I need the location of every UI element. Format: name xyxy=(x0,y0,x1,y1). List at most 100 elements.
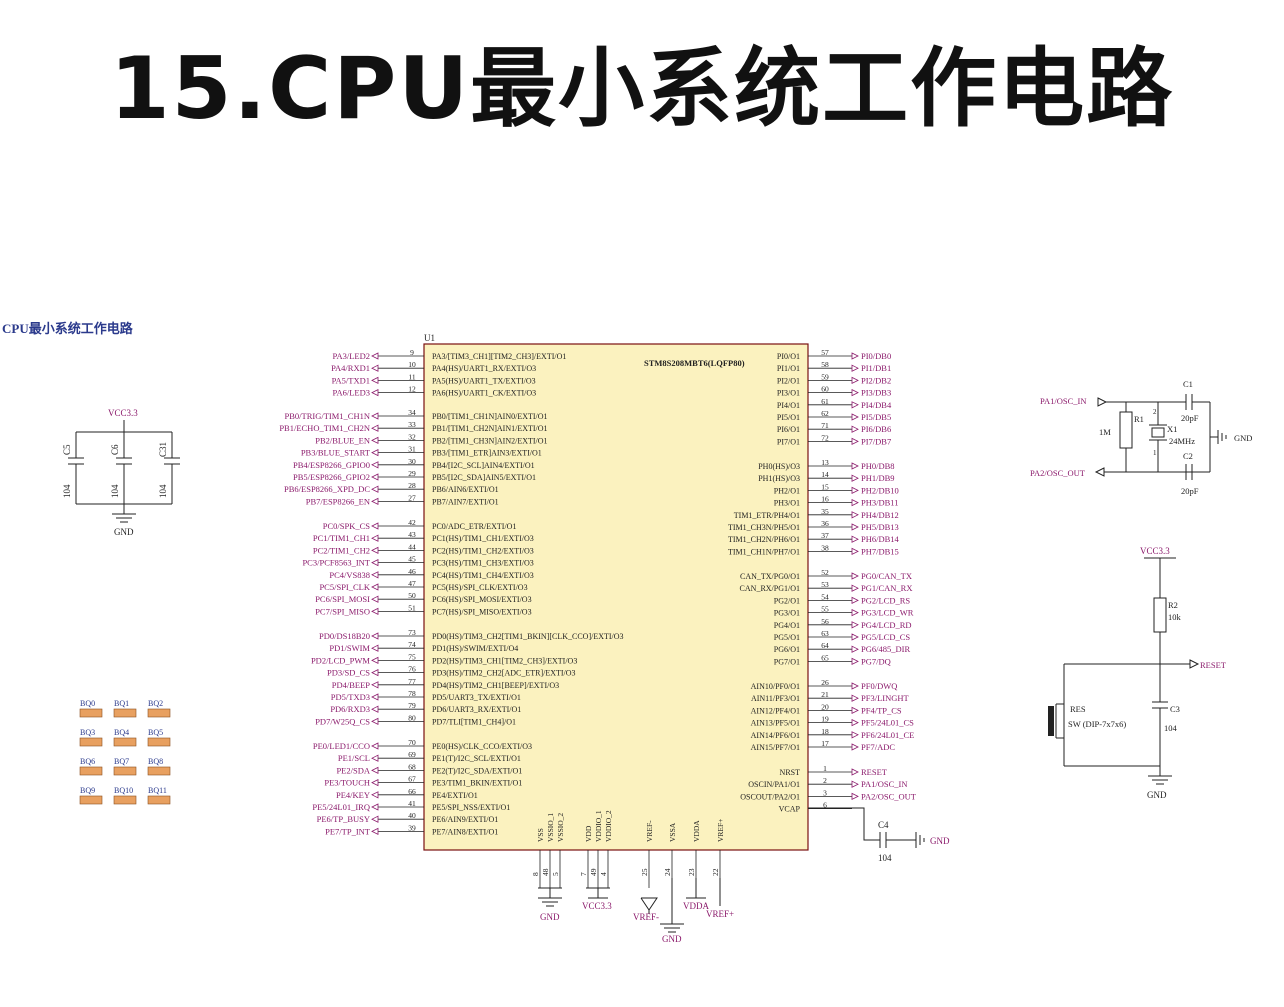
bottom-pin-name: VDD xyxy=(584,825,593,842)
left-pin-function: PE2(T)/I2C_SDA/EXTI/O1 xyxy=(432,766,522,775)
x1-pin2: 2 xyxy=(1153,408,1157,416)
right-pin-function: PG7/O1 xyxy=(774,657,800,666)
right-net-label: PI7/DB7 xyxy=(861,436,891,446)
gnd-label-vcap: GND xyxy=(930,836,950,846)
right-pin-function: OSCOUT/PA2/O1 xyxy=(740,792,800,801)
r1-ref: R1 xyxy=(1134,414,1144,424)
left-pin-number: 9 xyxy=(410,348,414,357)
left-net-label: PB7/ESP8266_EN xyxy=(306,496,370,506)
r2-ref: R2 xyxy=(1168,600,1178,610)
left-pin-function: PD0(HS)/TIM3_CH2[TIM1_BKIN][CLK_CCO]/EXT… xyxy=(432,632,624,641)
right-pin-number: 61 xyxy=(821,397,829,406)
vcap-capacitor xyxy=(808,807,925,848)
c4-ref: C4 xyxy=(878,820,889,830)
right-net-label: PI6/DB6 xyxy=(861,424,891,434)
bq-label: BQ1 xyxy=(114,699,129,708)
bq-label: BQ0 xyxy=(80,699,95,708)
left-pin-number: 31 xyxy=(408,445,416,454)
right-pin-number: 56 xyxy=(821,617,829,626)
c1-value: 20pF xyxy=(1181,413,1199,423)
vdda-label: VDDA xyxy=(683,901,709,911)
right-net-label: PH5/DB13 xyxy=(861,522,899,532)
right-pin-number: 2 xyxy=(823,776,827,785)
bq-label: BQ4 xyxy=(114,728,129,737)
left-net-label: PD5/TXD3 xyxy=(331,692,370,702)
left-pin-function: PC3(HS)/TIM1_CH3/EXTI/O3 xyxy=(432,559,534,568)
right-net-label: PG5/LCD_CS xyxy=(861,632,910,642)
left-pin-function: PC5(HS)/SPI_CLK/EXTI/O3 xyxy=(432,583,528,592)
right-pin-function: TIM1_CH2N/PH6/O1 xyxy=(728,535,800,544)
right-pin-function: PG5/O1 xyxy=(774,633,800,642)
c6-value: 104 xyxy=(110,484,120,498)
left-pin-number: 44 xyxy=(408,542,416,551)
left-net-label: PB6/ESP8266_XPD_DC xyxy=(284,484,370,494)
vcc-label-reset: VCC3.3 xyxy=(1140,546,1170,556)
right-pin-function: TIM1_CH1N/PH7/O1 xyxy=(728,547,800,556)
right-pin-function: VCAP xyxy=(779,805,801,814)
left-pin-number: 69 xyxy=(408,750,416,759)
right-pin-function: AIN14/PF6/O1 xyxy=(751,731,800,740)
left-net-label: PD4/BEEP xyxy=(332,680,371,690)
vcc-label-decoupling: VCC3.3 xyxy=(108,408,138,418)
left-pin-function: PB7/AIN7/EXTI/O1 xyxy=(432,497,499,506)
left-pin-function: PB5/[I2C_SDA]AIN5/EXTI/O1 xyxy=(432,473,536,482)
left-pin-number: 32 xyxy=(408,432,416,441)
right-pin-number: 21 xyxy=(821,690,829,699)
left-pin-function: PE3/TIM1_BKIN/EXTI/O1 xyxy=(432,779,522,788)
left-net-label: PB4/ESP8266_GPIO0 xyxy=(293,460,370,470)
left-net-label: PC1/TIM1_CH1 xyxy=(313,533,370,543)
right-pin-function: TIM1_ETR/PH4/O1 xyxy=(734,511,800,520)
right-pin-number: 54 xyxy=(821,592,829,601)
left-net-label: PD1/SWIM xyxy=(329,643,370,653)
left-pin-function: PB4/[I2C_SCL]AIN4/EXTI/O1 xyxy=(432,461,535,470)
left-pin-number: 41 xyxy=(408,799,416,808)
bq-pad xyxy=(147,737,171,747)
c6-ref: C6 xyxy=(110,444,120,455)
reset-switch xyxy=(1048,706,1054,736)
c3-value: 104 xyxy=(1164,723,1178,733)
left-net-label: PD0/DS18B20 xyxy=(319,631,370,641)
right-pin-function: PI7/O1 xyxy=(777,437,800,446)
bq-label: BQ6 xyxy=(80,757,95,766)
right-pin-number: 14 xyxy=(821,470,829,479)
left-pin-function: PB1/[TIM1_CH2N]AIN1/EXTI/O1 xyxy=(432,424,548,433)
left-pin-number: 50 xyxy=(408,591,416,600)
c5-ref: C5 xyxy=(62,444,72,455)
left-net-label: PE4/KEY xyxy=(336,790,370,800)
right-pin-function: PH3/O1 xyxy=(774,499,800,508)
bq-label: BQ9 xyxy=(80,786,95,795)
left-net-label: PE3/TOUCH xyxy=(324,778,370,788)
left-net-label: PB5/ESP8266_GPIO2 xyxy=(293,472,370,482)
bq-pad xyxy=(113,795,137,805)
right-net-label: PF7/ADC xyxy=(861,742,895,752)
bq-label: BQ2 xyxy=(148,699,163,708)
right-net-label: PG3/LCD_WR xyxy=(861,608,914,618)
left-pin-function: PB6/AIN6/EXTI/O1 xyxy=(432,485,499,494)
left-pin-number: 51 xyxy=(408,603,416,612)
gnd-label-osc: GND xyxy=(1234,433,1252,443)
left-pin-number: 67 xyxy=(408,775,416,784)
right-pin-number: 59 xyxy=(821,372,829,381)
right-net-label: PI2/DB2 xyxy=(861,375,891,385)
left-pin-function: PD2(HS)/TIM3_CH1[TIM2_CH3]/EXTI/O3 xyxy=(432,656,577,665)
right-net-label: PH6/DB14 xyxy=(861,534,900,544)
left-net-label: PA6/LED3 xyxy=(333,388,370,398)
left-pin-number: 80 xyxy=(408,713,416,722)
right-pin-function: PI1/O1 xyxy=(777,364,800,373)
left-net-label: PB0/TRIG/TIM1_CH1N xyxy=(285,411,370,421)
c1-ref: C1 xyxy=(1183,379,1193,389)
left-pin-function: PD7/TLI[TIM1_CH4]/O1 xyxy=(432,717,516,726)
left-net-label: PC7/SPI_MISO xyxy=(315,606,370,616)
bq-pad xyxy=(79,708,103,718)
left-net-label: PE2/SDA xyxy=(336,765,370,775)
left-net-label: PD3/SD_CS xyxy=(327,668,370,678)
right-net-label: PH0/DB8 xyxy=(861,461,895,471)
left-net-label: PC0/SPK_CS xyxy=(323,521,371,531)
left-pin-function: PC1(HS)/TIM1_CH1/EXTI/O3 xyxy=(432,534,534,543)
left-pin-number: 28 xyxy=(408,481,416,490)
c4-value: 104 xyxy=(878,853,892,863)
right-net-label: PH4/DB12 xyxy=(861,510,899,520)
left-pin-number: 10 xyxy=(408,360,416,369)
chip-part: STM8S208MBT6(LQFP80) xyxy=(644,358,745,368)
